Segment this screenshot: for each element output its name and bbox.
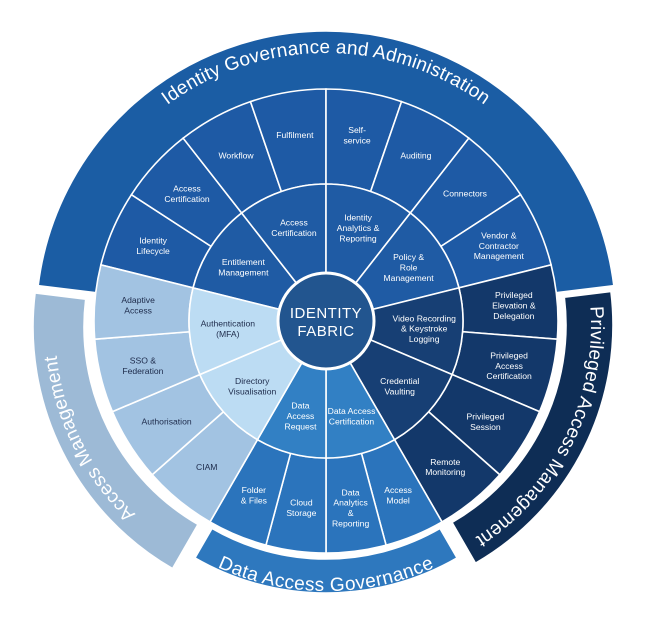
hub-circle (276, 271, 376, 371)
inner-label-iga-4-line-2: Role (400, 262, 418, 272)
inner-label-iga-3-line-3: Reporting (339, 233, 376, 243)
hub-label-line-1: IDENTITY (290, 305, 362, 322)
inner-label-pam-1-line-1: Video Recording (393, 313, 457, 323)
outer-label-pam-4-line-1: Remote (430, 457, 460, 467)
outer-label-am-4-line-1: Adaptive (121, 295, 155, 305)
outer-label-am-3-line-1: SSO & (130, 356, 157, 366)
outer-label-am-4-line-2: Access (124, 306, 152, 316)
outer-label-am-3-line-2: Federation (122, 366, 163, 376)
outer-label-iga-4-line-1: Fulfilment (276, 130, 314, 140)
outer-label-iga-3-line-1: Workflow (218, 150, 254, 160)
outer-label-iga-2-line-2: Certification (164, 194, 210, 204)
outer-label-iga-6-line-1: Auditing (400, 150, 431, 160)
outer-label-dag-2-line-3: & (348, 508, 354, 518)
outer-label-am-1-line-1: CIAM (196, 462, 217, 472)
outer-label-iga-1-line-1: Identity (139, 236, 167, 246)
outer-label-pam-3-line-2: Session (470, 422, 501, 432)
inner-label-pam-1-line-3: Logging (409, 334, 440, 344)
outer-label-iga-5-line-1: Self- (348, 125, 366, 135)
inner-label-iga-3-line-2: Analytics & (337, 223, 380, 233)
inner-label-iga-4-line-3: Management (384, 273, 435, 283)
section-band-dag (193, 527, 459, 594)
section-band-pam (450, 290, 614, 565)
inner-label-dag-2-line-1: Data (291, 401, 309, 411)
identity-fabric-hub: IDENTITY FABRIC (276, 271, 376, 371)
inner-label-am-1-line-2: Visualisation (228, 386, 276, 396)
outer-label-iga-2-line-1: Access (173, 183, 201, 193)
outer-label-am-2-line-1: Authorisation (141, 417, 191, 427)
outer-label-dag-4-line-1: Folder (242, 485, 266, 495)
outer-label-pam-1-line-2: Elevation & (492, 300, 536, 310)
inner-label-iga-2-line-1: Access (280, 218, 308, 228)
outer-label-iga-8-line-2: Contractor (479, 241, 519, 251)
outer-label-iga-5-line-2: service (343, 135, 370, 145)
inner-label-iga-1-line-1: Entitlement (222, 257, 266, 267)
section-rings (32, 30, 615, 594)
inner-label-iga-3-line-1: Identity (344, 212, 372, 222)
inner-label-dag-2-line-2: Access (287, 411, 315, 421)
inner-label-pam-2-line-1: Credential (380, 376, 419, 386)
outer-label-pam-1-line-3: Delegation (493, 311, 534, 321)
outer-label-dag-3-line-2: Storage (286, 508, 316, 518)
outer-label-dag-2-line-4: Reporting (332, 518, 369, 528)
outer-label-dag-2-line-2: Analytics (333, 498, 367, 508)
inner-label-dag-1-line-2: Certification (329, 416, 375, 426)
inner-label-iga-1-line-2: Management (218, 268, 269, 278)
outer-label-pam-2-line-1: Privileged (490, 350, 528, 360)
inner-label-dag-1-line-1: Data Access (328, 406, 376, 416)
outer-label-dag-1-line-1: Access (384, 485, 412, 495)
inner-label-iga-4-line-1: Policy & (393, 252, 424, 262)
outer-label-iga-8-line-3: Management (474, 251, 525, 261)
outer-label-pam-2-line-3: Certification (486, 371, 532, 381)
outer-label-dag-2-line-1: Data (342, 487, 360, 497)
outer-label-iga-7-line-1: Connectors (443, 189, 487, 199)
inner-label-am-2-line-2: (MFA) (216, 329, 240, 339)
inner-label-am-1-line-1: Directory (235, 376, 270, 386)
outer-label-pam-2-line-2: Access (495, 361, 523, 371)
outer-label-dag-1-line-2: Model (386, 495, 409, 505)
inner-label-dag-2-line-3: Request (284, 422, 317, 432)
outer-label-pam-4-line-2: Monitoring (425, 467, 465, 477)
outer-label-dag-4-line-2: & Files (241, 495, 267, 505)
outer-label-pam-3-line-1: Privileged (467, 411, 505, 421)
outer-label-dag-3-line-1: Cloud (290, 498, 313, 508)
inner-label-pam-2-line-2: Vaulting (385, 386, 416, 396)
hub-label-line-2: FABRIC (297, 323, 354, 340)
inner-label-am-2-line-1: Authentication (201, 319, 256, 329)
outer-label-iga-8-line-1: Vendor & (481, 230, 517, 240)
inner-label-pam-1-line-2: & Keystroke (401, 324, 448, 334)
outer-label-pam-1-line-1: Privileged (495, 290, 533, 300)
outer-segments: IdentityLifecycleAccessCertificationWork… (93, 88, 559, 554)
outer-label-iga-1-line-2: Lifecycle (136, 246, 170, 256)
inner-label-iga-2-line-2: Certification (271, 228, 317, 238)
inner-segments: EntitlementManagementAccessCertification… (188, 183, 464, 459)
section-band-am (32, 292, 200, 570)
